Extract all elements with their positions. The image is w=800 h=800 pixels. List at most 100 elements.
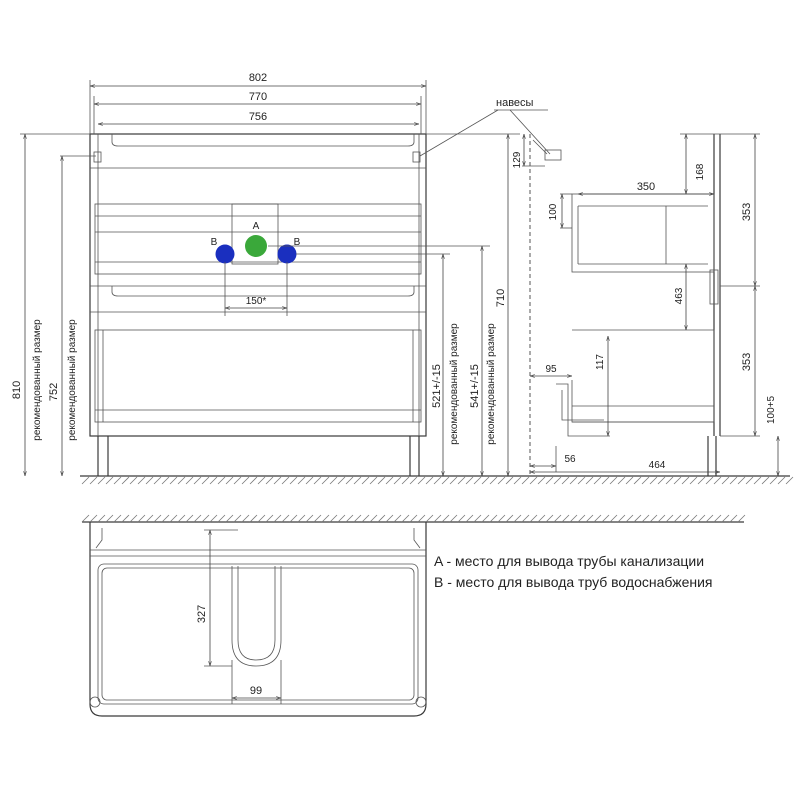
hatch-mark [169, 476, 178, 485]
hatch-mark [89, 514, 98, 523]
hatch-mark [457, 514, 466, 523]
hatch-mark [529, 514, 538, 523]
hatch-mark [289, 476, 298, 485]
hatch-mark [121, 476, 130, 485]
hatch-mark [505, 476, 514, 485]
hatch-mark [185, 514, 194, 523]
dim-521: 521+/-15 [431, 364, 443, 408]
pipe-b-right-marker [277, 244, 297, 264]
side-view: навесы 129 100 350 168 [419, 97, 778, 476]
hatch-mark [737, 476, 746, 485]
hatch-mark [377, 514, 386, 523]
hatch-mark [369, 476, 378, 485]
hatch-mark [393, 514, 402, 523]
hatch-mark [521, 476, 530, 485]
hatch-mark [505, 514, 514, 523]
hatch-mark [153, 514, 162, 523]
hatch-mark [441, 514, 450, 523]
hatch-mark [497, 514, 506, 523]
hatch-mark [761, 476, 770, 485]
hatch-mark [385, 476, 394, 485]
hatch-mark [721, 476, 730, 485]
hatch-mark [153, 476, 162, 485]
hatch-mark [617, 514, 626, 523]
hatch-mark [553, 514, 562, 523]
hatch-mark [649, 476, 658, 485]
pipe-b-left-marker [215, 244, 235, 264]
hatch-mark [513, 514, 522, 523]
front-view: 802 770 756 A B B 150* 810 рекомендованн… [11, 72, 520, 476]
dim-129: 129 [512, 151, 523, 168]
hatch-mark [257, 476, 266, 485]
top-view: 327 99 [81, 514, 746, 717]
hatch-mark [681, 476, 690, 485]
hatch-mark [193, 514, 202, 523]
hatch-mark [217, 476, 226, 485]
hatch-mark [625, 476, 634, 485]
recommended-size-label-1: рекомендованный размер [32, 319, 43, 441]
floor-line [80, 475, 794, 485]
hatch-mark [369, 514, 378, 523]
hatch-mark [545, 514, 554, 523]
hatch-mark [689, 476, 698, 485]
hatch-mark [225, 476, 234, 485]
hatch-mark [161, 476, 170, 485]
hatch-mark [281, 514, 290, 523]
hatch-mark [353, 514, 362, 523]
hatch-mark [425, 476, 434, 485]
hatch-mark [361, 514, 370, 523]
dim-353-top: 353 [741, 203, 753, 221]
hatch-mark [409, 514, 418, 523]
hatch-mark [465, 476, 474, 485]
dim-353-bottom: 353 [741, 353, 753, 371]
hatch-mark [737, 514, 746, 523]
hatch-mark [473, 514, 482, 523]
label-a: A [253, 221, 260, 232]
hatch-mark [769, 476, 778, 485]
hatch-mark [617, 476, 626, 485]
hatch-mark [441, 476, 450, 485]
hatch-mark [777, 476, 786, 485]
hinge-bracket [544, 149, 562, 161]
hatch-mark [329, 476, 338, 485]
dim-710: 710 [495, 289, 507, 307]
hatch-mark [697, 476, 706, 485]
hatch-mark [145, 514, 154, 523]
hatch-mark [321, 476, 330, 485]
hatch-mark [169, 514, 178, 523]
hatch-mark [337, 514, 346, 523]
hatch-mark [569, 476, 578, 485]
hatch-mark [409, 476, 418, 485]
hatch-mark [401, 476, 410, 485]
hatch-mark [337, 476, 346, 485]
hatch-mark [97, 476, 106, 485]
dim-327: 327 [196, 605, 208, 623]
hatch-mark [705, 476, 714, 485]
hatch-mark [401, 514, 410, 523]
pipe-a-marker [245, 235, 267, 257]
hatch-mark [81, 514, 90, 523]
hatch-mark [361, 476, 370, 485]
hatch-mark [553, 476, 562, 485]
hatch-mark [537, 476, 546, 485]
hatch-mark [633, 476, 642, 485]
hatch-mark [121, 514, 130, 523]
dim-464: 464 [649, 460, 666, 471]
hatch-mark [609, 514, 618, 523]
dim-770: 770 [249, 91, 267, 103]
hatch-mark [593, 476, 602, 485]
hatch-mark [449, 514, 458, 523]
hatch-mark [105, 514, 114, 523]
hatch-mark [105, 476, 114, 485]
hatch-mark [417, 476, 426, 485]
hatch-mark [481, 514, 490, 523]
hatch-mark [137, 514, 146, 523]
dim-56: 56 [564, 454, 576, 465]
hatch-mark [137, 476, 146, 485]
hatch-mark [729, 514, 738, 523]
hatch-mark [601, 476, 610, 485]
hatch-mark [633, 514, 642, 523]
hatch-mark [489, 514, 498, 523]
hatch-mark [225, 514, 234, 523]
